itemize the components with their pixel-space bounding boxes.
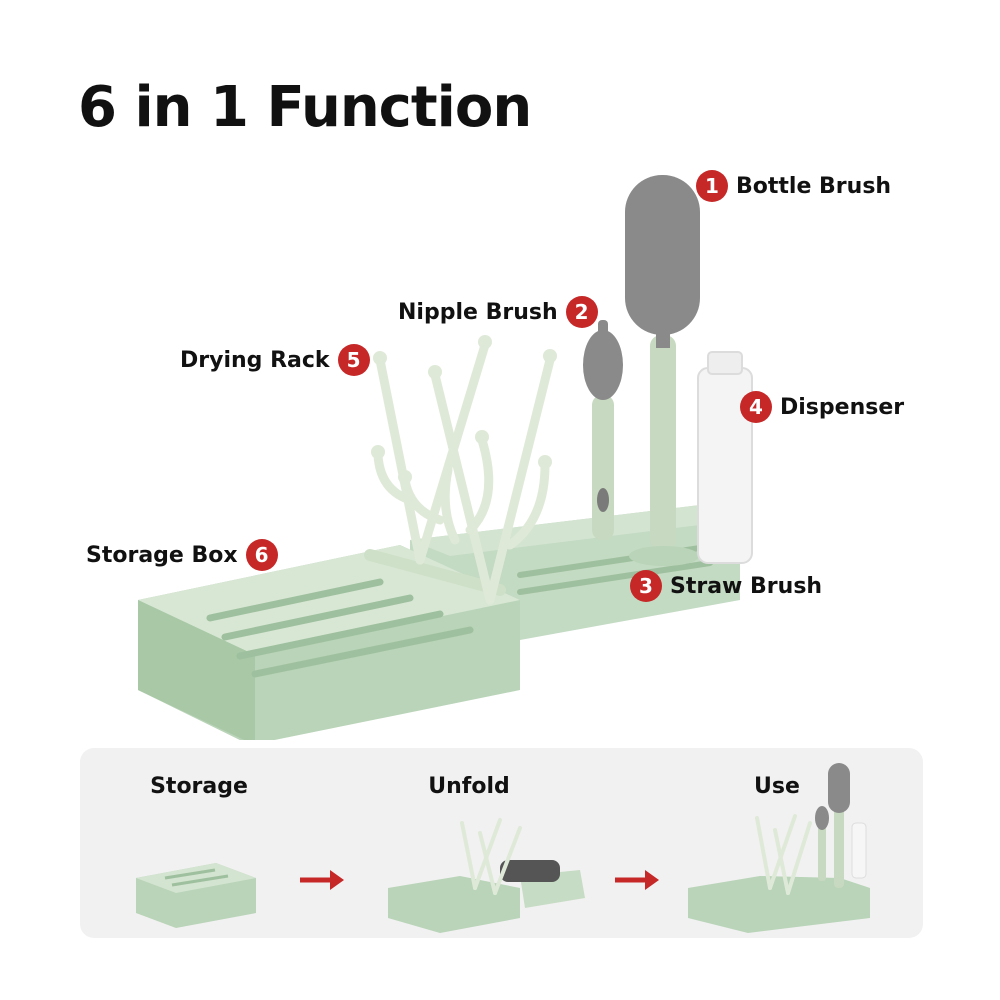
badge-4: 4 bbox=[740, 391, 772, 423]
drying-rack-tips bbox=[371, 335, 557, 484]
callout-straw-brush: 3 Straw Brush bbox=[630, 570, 822, 602]
badge-2: 2 bbox=[565, 296, 598, 328]
callout-label: Storage Box bbox=[86, 542, 238, 568]
callout-storage-box: Storage Box 6 bbox=[86, 539, 278, 571]
closed-box-image bbox=[136, 863, 256, 928]
callout-dispenser: 4 Dispenser bbox=[740, 391, 904, 423]
badge-5: 5 bbox=[337, 344, 370, 376]
unfolded-box-image bbox=[388, 818, 585, 933]
badge-3: 3 bbox=[630, 570, 662, 602]
arrow-right-icon-1 bbox=[300, 870, 344, 890]
step-label-storage: Storage bbox=[150, 774, 248, 799]
callout-label: Bottle Brush bbox=[736, 173, 892, 199]
nipple-brush bbox=[583, 320, 623, 540]
badge-1: 1 bbox=[696, 170, 728, 202]
step-label-unfold: Unfold bbox=[428, 774, 510, 799]
product-illustration bbox=[138, 175, 753, 740]
callout-drying-rack: Drying Rack 5 bbox=[180, 344, 370, 376]
in-use-image bbox=[688, 763, 870, 933]
step-label-use: Use bbox=[754, 774, 800, 799]
dispenser bbox=[697, 351, 753, 564]
callout-nipple-brush: Nipple Brush 2 bbox=[398, 296, 598, 328]
callout-label: Straw Brush bbox=[670, 573, 823, 599]
drying-rack bbox=[364, 340, 555, 605]
page-title: 6 in 1 Function bbox=[78, 75, 532, 140]
callout-bottle-brush: 1 Bottle Brush bbox=[696, 170, 891, 202]
steps-panel: Storage Unfold Use bbox=[80, 748, 923, 938]
arrow-right-icon-2 bbox=[615, 870, 659, 890]
bottle-brush bbox=[625, 175, 700, 566]
callout-label: Drying Rack bbox=[180, 347, 330, 373]
steps-illustrations bbox=[136, 763, 870, 933]
badge-6: 6 bbox=[245, 539, 278, 571]
callout-label: Dispenser bbox=[780, 394, 905, 420]
callout-label: Nipple Brush bbox=[398, 299, 558, 325]
